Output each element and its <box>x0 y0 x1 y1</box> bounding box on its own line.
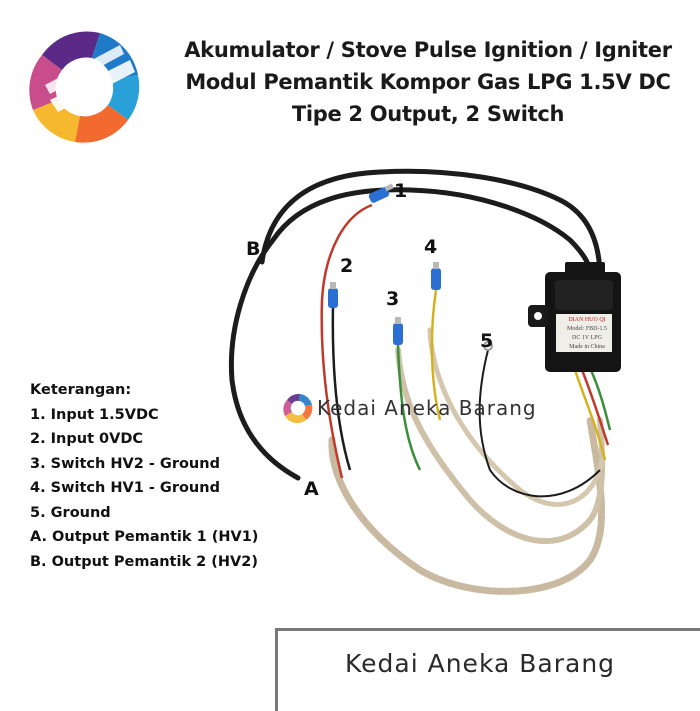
wire-5-ground <box>478 349 601 498</box>
wire-b-top <box>259 168 603 281</box>
legend-item: 1. Input 1.5VDC <box>30 406 159 423</box>
braided-sleeve-2 <box>395 347 606 544</box>
braided-sleeve-3 <box>427 327 605 507</box>
footer-banner <box>275 628 700 711</box>
igniter-model: Model: FBD-1.5 <box>566 326 607 332</box>
connector-1 <box>368 183 394 203</box>
connector-4 <box>431 262 441 290</box>
label-5: 5 <box>480 330 494 352</box>
igniter-sticker: DIAN HUO QI Model: FBD-1.5 DC 1V LPG Mad… <box>557 316 617 352</box>
ground-ring <box>483 341 493 351</box>
legend-item: A. Output Pemantik 1 (HV1) <box>30 529 259 545</box>
wire-2-black <box>331 304 352 471</box>
igniter-module <box>528 262 621 372</box>
product-title: Akumulator / Stove Pulse Ignition / Igni… <box>178 34 678 130</box>
igniter-brand: DIAN HUO QI <box>568 317 606 323</box>
brand-logo <box>29 31 140 143</box>
braided-sleeve-1 <box>328 416 605 595</box>
legend-heading: Keterangan: <box>30 382 132 398</box>
igniter-origin: Made in China <box>569 344 605 350</box>
watermark-text: Kedai Aneka Barang <box>317 396 537 420</box>
label-b: B <box>246 238 261 260</box>
title-line-3: Tipe 2 Output, 2 Switch <box>291 102 565 126</box>
legend-item: 5. Ground <box>30 504 111 521</box>
label-2: 2 <box>340 255 354 277</box>
igniter-spec: DC 1V LPG <box>572 335 602 341</box>
legend-item: 2. Input 0VDC <box>30 431 144 447</box>
label-4: 4 <box>424 236 438 258</box>
title-line-1: Akumulator / Stove Pulse Ignition / Igni… <box>184 38 672 62</box>
connector-3 <box>393 317 403 345</box>
legend-item: B. Output Pemantik 2 (HV2) <box>30 553 258 570</box>
legend-item: 4. Switch HV1 - Ground <box>30 480 220 496</box>
watermark-logo <box>283 393 313 424</box>
legend-item: 3. Switch HV2 - Ground <box>30 455 220 472</box>
wire-1-red <box>320 203 373 479</box>
wire-3-green <box>396 344 422 471</box>
wire-4-yellow <box>430 289 442 421</box>
label-a: A <box>304 478 319 500</box>
wire-a-down <box>228 237 301 481</box>
connector-2 <box>328 282 338 308</box>
footer-brand-text: Kedai Aneka Barang <box>345 649 616 678</box>
label-3: 3 <box>386 288 400 310</box>
legend: Keterangan: 1. Input 1.5VDC 2. Input 0VD… <box>30 378 258 574</box>
wire-a-top <box>270 187 595 281</box>
label-1: 1 <box>394 180 408 202</box>
title-line-2: Modul Pemantik Kompor Gas LPG 1.5V DC <box>185 70 671 94</box>
